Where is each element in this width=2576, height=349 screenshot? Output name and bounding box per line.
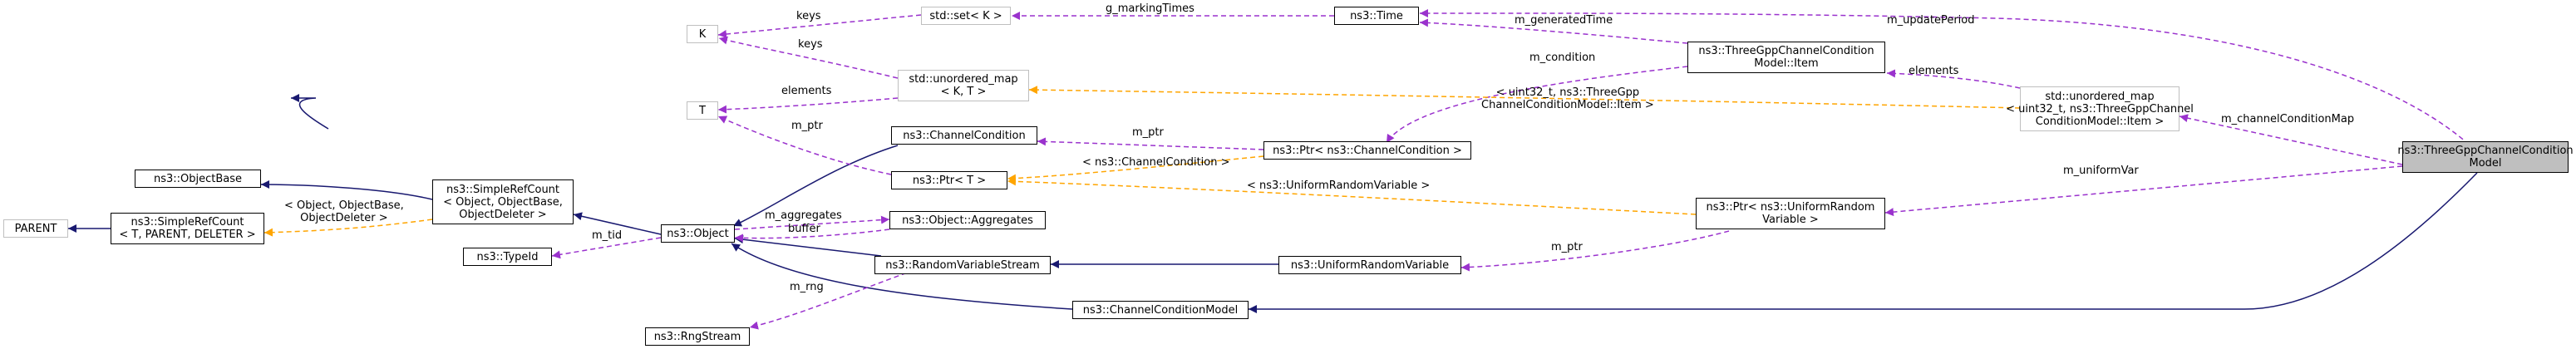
node-label: ns3::RngStream xyxy=(653,330,741,343)
edge-inherit-object-simplerefcount xyxy=(573,212,662,235)
node-label: ns3::Ptr< T > xyxy=(912,174,987,187)
node-label: ns3::TypeId xyxy=(476,250,539,263)
node-label: ns3::ChannelCondition xyxy=(903,129,1026,142)
edge-use-item-ptrcc xyxy=(1386,66,1688,144)
edge-use-focus-mapitem xyxy=(2179,114,2403,165)
edge-use-ptrt-t xyxy=(717,116,892,175)
edge-tpl-mapitem-mapkt xyxy=(1028,86,2021,109)
node-object[interactable]: ns3::Object xyxy=(661,224,735,243)
node-label: ns3::ThreeGppChannelCondition Model::Ite… xyxy=(1698,45,1874,70)
node-label: T xyxy=(699,104,706,117)
edge-use-ptrurv-uniformrv xyxy=(1460,230,1730,272)
node-three-gpp-channel-condition-model[interactable]: ns3::ThreeGppChannelCondition Model xyxy=(2397,141,2574,173)
node-label: ns3::Object::Aggregates xyxy=(902,214,1033,227)
node-label: std::set< K > xyxy=(929,9,1002,22)
edge-inherit-rvs-object xyxy=(734,235,882,257)
edge-use-rvs-rng xyxy=(749,269,915,330)
node-label: ns3::UniformRandomVariable xyxy=(1290,258,1450,272)
edge-tpl-ptrcc-ptrt xyxy=(1007,155,1264,183)
node-label: ns3::ThreeGppChannelCondition Model xyxy=(2397,145,2574,170)
node-label: ns3::Time xyxy=(1350,9,1403,22)
node-label: PARENT xyxy=(14,222,57,235)
node-label: ns3::SimpleRefCount < Object, ObjectBase… xyxy=(443,183,563,221)
node-label: std::unordered_map < uint32_t, ns3::Thre… xyxy=(2006,90,2194,128)
edge-use-mapitem-item xyxy=(1886,69,2021,89)
edge-inherit-focus-ccm xyxy=(1249,172,2478,313)
node-t[interactable]: T xyxy=(687,101,718,120)
edge-use-map-t xyxy=(717,97,899,114)
edge-inherit-object-objectbase xyxy=(291,94,329,130)
node-label: ns3::ObjectBase xyxy=(153,172,243,185)
node-time[interactable]: ns3::Time xyxy=(1334,7,1419,25)
edge-inherit-ccm-object xyxy=(731,243,1073,310)
edge-use-object-aggregates xyxy=(734,215,890,230)
node-label: ns3::ChannelConditionModel xyxy=(1082,303,1239,317)
edge-tpl-simplerefcount-obj-t xyxy=(264,219,433,237)
node-ptr-uniform-random-variable[interactable]: ns3::Ptr< ns3::UniformRandom Variable > xyxy=(1696,198,1885,229)
node-label: ns3::SimpleRefCount < T, PARENT, DELETER… xyxy=(119,216,256,241)
node-type-id[interactable]: ns3::TypeId xyxy=(463,248,552,266)
edge-use-item-time xyxy=(1419,18,1688,44)
node-ptr-channel-condition[interactable]: ns3::Ptr< ns3::ChannelCondition > xyxy=(1263,141,1471,160)
node-simple-ref-count-object[interactable]: ns3::SimpleRefCount < Object, ObjectBase… xyxy=(432,179,574,224)
node-ptr-t[interactable]: ns3::Ptr< T > xyxy=(891,171,1007,189)
node-label: K xyxy=(698,27,707,41)
node-label: ns3::Object xyxy=(667,227,729,240)
edge-use-map-k xyxy=(718,36,899,79)
node-label: ns3::RandomVariableStream xyxy=(885,258,1040,272)
edge-use-focus-ptrurv xyxy=(1884,165,2403,217)
node-label: ns3::Ptr< ns3::ChannelCondition > xyxy=(1273,144,1462,157)
edge-use-focus-time xyxy=(1419,8,2482,157)
node-std-unordered-map-kt[interactable]: std::unordered_map < K, T > xyxy=(898,70,1029,101)
node-label: ns3::Ptr< ns3::UniformRandom Variable > xyxy=(1706,201,1875,226)
node-object-aggregates[interactable]: ns3::Object::Aggregates xyxy=(889,211,1046,229)
edge-use-ptrcc-cc xyxy=(1037,137,1264,150)
node-uniform-random-variable[interactable]: ns3::UniformRandomVariable xyxy=(1278,256,1461,274)
node-channel-condition[interactable]: ns3::ChannelCondition xyxy=(891,126,1037,145)
edge-inherit-simplerefcount-obj-objectbase xyxy=(260,180,433,200)
node-rng-stream[interactable]: ns3::RngStream xyxy=(645,327,750,346)
edge-use-set-k xyxy=(717,14,922,38)
node-channel-condition-model[interactable]: ns3::ChannelConditionModel xyxy=(1072,301,1249,319)
edge-inherit-channelcondition-object xyxy=(732,145,899,227)
node-simple-ref-count-t[interactable]: ns3::SimpleRefCount < T, PARENT, DELETER… xyxy=(111,213,264,244)
node-object-base[interactable]: ns3::ObjectBase xyxy=(135,170,261,188)
edge-use-aggregates-object xyxy=(734,229,890,243)
node-label: std::unordered_map < K, T > xyxy=(909,73,1018,98)
edge-tpl-ptrurv-ptrt xyxy=(1007,177,1697,215)
node-three-gpp-item[interactable]: ns3::ThreeGppChannelCondition Model::Ite… xyxy=(1687,42,1885,73)
node-std-set-k[interactable]: std::set< K > xyxy=(921,7,1011,25)
edge-use-object-typeid xyxy=(551,237,662,259)
node-std-unordered-map-item[interactable]: std::unordered_map < uint32_t, ns3::Thre… xyxy=(2006,86,2194,131)
node-parent[interactable]: PARENT xyxy=(3,219,68,238)
node-random-variable-stream[interactable]: ns3::RandomVariableStream xyxy=(874,256,1051,274)
node-k[interactable]: K xyxy=(687,25,718,43)
